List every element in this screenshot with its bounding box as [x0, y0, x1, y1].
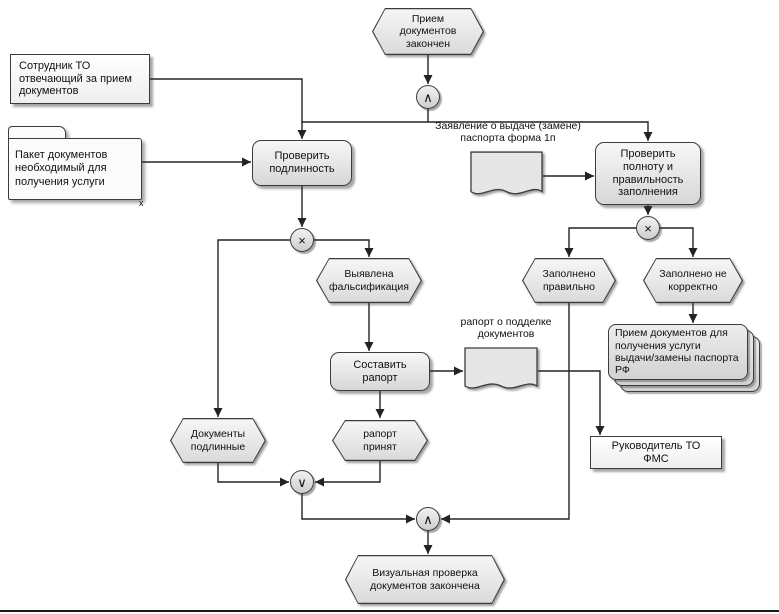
event-label: Документы подлинные	[190, 428, 246, 453]
event-vizualnaya-proverka-zakonchena: Визуальная проверка документов закончена	[345, 555, 505, 604]
and-gateway-bottom: ∧	[416, 507, 440, 531]
edge-and-to-podlinnost	[297, 121, 428, 139]
function-proverit-podlinnost: Проверить подлинность	[252, 140, 352, 186]
edge-sotrudnik-join	[150, 78, 303, 122]
event-priem-dokumentov-zakonchen: Прием документов закончен	[372, 8, 484, 55]
edge-xor-to-pravilno	[564, 227, 636, 257]
edge-podlinnye-to-or	[217, 463, 289, 487]
org-rukovoditel-to-fms: Руководитель ТО ФМС	[590, 436, 722, 469]
stack-layer-front: Прием документов для получения услуги вы…	[608, 324, 748, 380]
hexagon-fill	[523, 259, 614, 301]
event-label: рапорт принят	[363, 428, 397, 453]
edge-and-to-polnota	[428, 121, 653, 141]
xor-symbol: ×	[644, 220, 652, 236]
or-symbol: ∨	[297, 474, 307, 490]
xor-gateway-right: ×	[636, 216, 660, 240]
edge-doc-to-rukovoditel	[538, 370, 605, 435]
hexagon-fill	[171, 419, 264, 461]
org-sotrudnik-to: Сотрудник ТО отвечающий за прием докумен…	[10, 54, 150, 104]
edge-prinyat-to-or	[315, 461, 381, 487]
process-interface-label: Прием документов для получения услуги вы…	[615, 327, 739, 377]
and-symbol: ∧	[423, 511, 433, 527]
org-label: Руководитель ТО ФМС	[611, 439, 701, 465]
event-label: Выявлена фальсификация	[329, 268, 409, 293]
scan-bottom-rule	[0, 610, 779, 612]
function-label: Составить рапорт	[353, 358, 407, 384]
function-proverit-polnotu: Проверить полноту и правильность заполне…	[595, 142, 701, 205]
event-label: Визуальная проверка документов закончена	[370, 567, 480, 592]
function-sostavit-raport: Составить рапорт	[330, 352, 430, 391]
document-zayavlenie	[470, 151, 543, 201]
event-raport-prinyat: рапорт принят	[332, 420, 428, 461]
edge-xor-to-podlinnye	[213, 239, 290, 417]
event-zapolneno-pravilno: Заполнено правильно	[522, 258, 616, 303]
function-label: Проверить подлинность	[269, 150, 335, 175]
folder-tab-icon	[8, 126, 66, 139]
and-symbol: ∧	[423, 89, 433, 105]
document-label-raport: рапорт о подделке документов	[460, 316, 552, 341]
folder-body: Пакет документов необходимый для получен…	[8, 138, 142, 200]
or-gateway: ∨	[290, 470, 314, 494]
event-vyyavlena-falsifikaciya: Выявлена фальсификация	[316, 258, 422, 303]
event-zapolneno-nekorrektno: Заполнено не корректно	[643, 258, 743, 303]
org-label: Сотрудник ТО отвечающий за прием докумен…	[19, 59, 132, 98]
edge-or-to-and	[301, 493, 415, 524]
xor-symbol: ×	[298, 232, 306, 248]
document-label-zayavlenie: Заявление о выдаче (замене) паспорта фор…	[435, 120, 581, 145]
event-dokumenty-podlinnye: Документы подлинные	[170, 418, 266, 463]
event-label: Заполнено правильно	[542, 268, 596, 293]
document-raport	[464, 347, 538, 395]
folder-corner-mark: х	[139, 198, 144, 208]
hexagon-fill	[346, 556, 503, 602]
edge-pravilno-to-and	[441, 303, 570, 524]
function-label: Проверить полноту и правильность заполне…	[612, 147, 684, 199]
and-gateway-top: ∧	[416, 85, 440, 109]
hexagon-fill	[373, 9, 482, 53]
folder-paket-dokumentov: Пакет документов необходимый для получен…	[8, 126, 142, 200]
xor-gateway-left: ×	[290, 228, 314, 252]
hexagon-fill	[644, 259, 741, 301]
hexagon-fill	[333, 421, 426, 459]
edge-xor-to-nekorrektno	[660, 227, 698, 257]
folder-label: Пакет документов необходимый для получен…	[15, 149, 108, 188]
hexagon-fill	[317, 259, 420, 301]
edge-xor-to-falsif	[314, 239, 374, 257]
event-label: Заполнено не корректно	[659, 268, 727, 293]
process-interface-priem-dokumentov: Прием документов для получения услуги вы…	[608, 324, 760, 392]
event-label: Прием документов закончен	[399, 12, 457, 50]
